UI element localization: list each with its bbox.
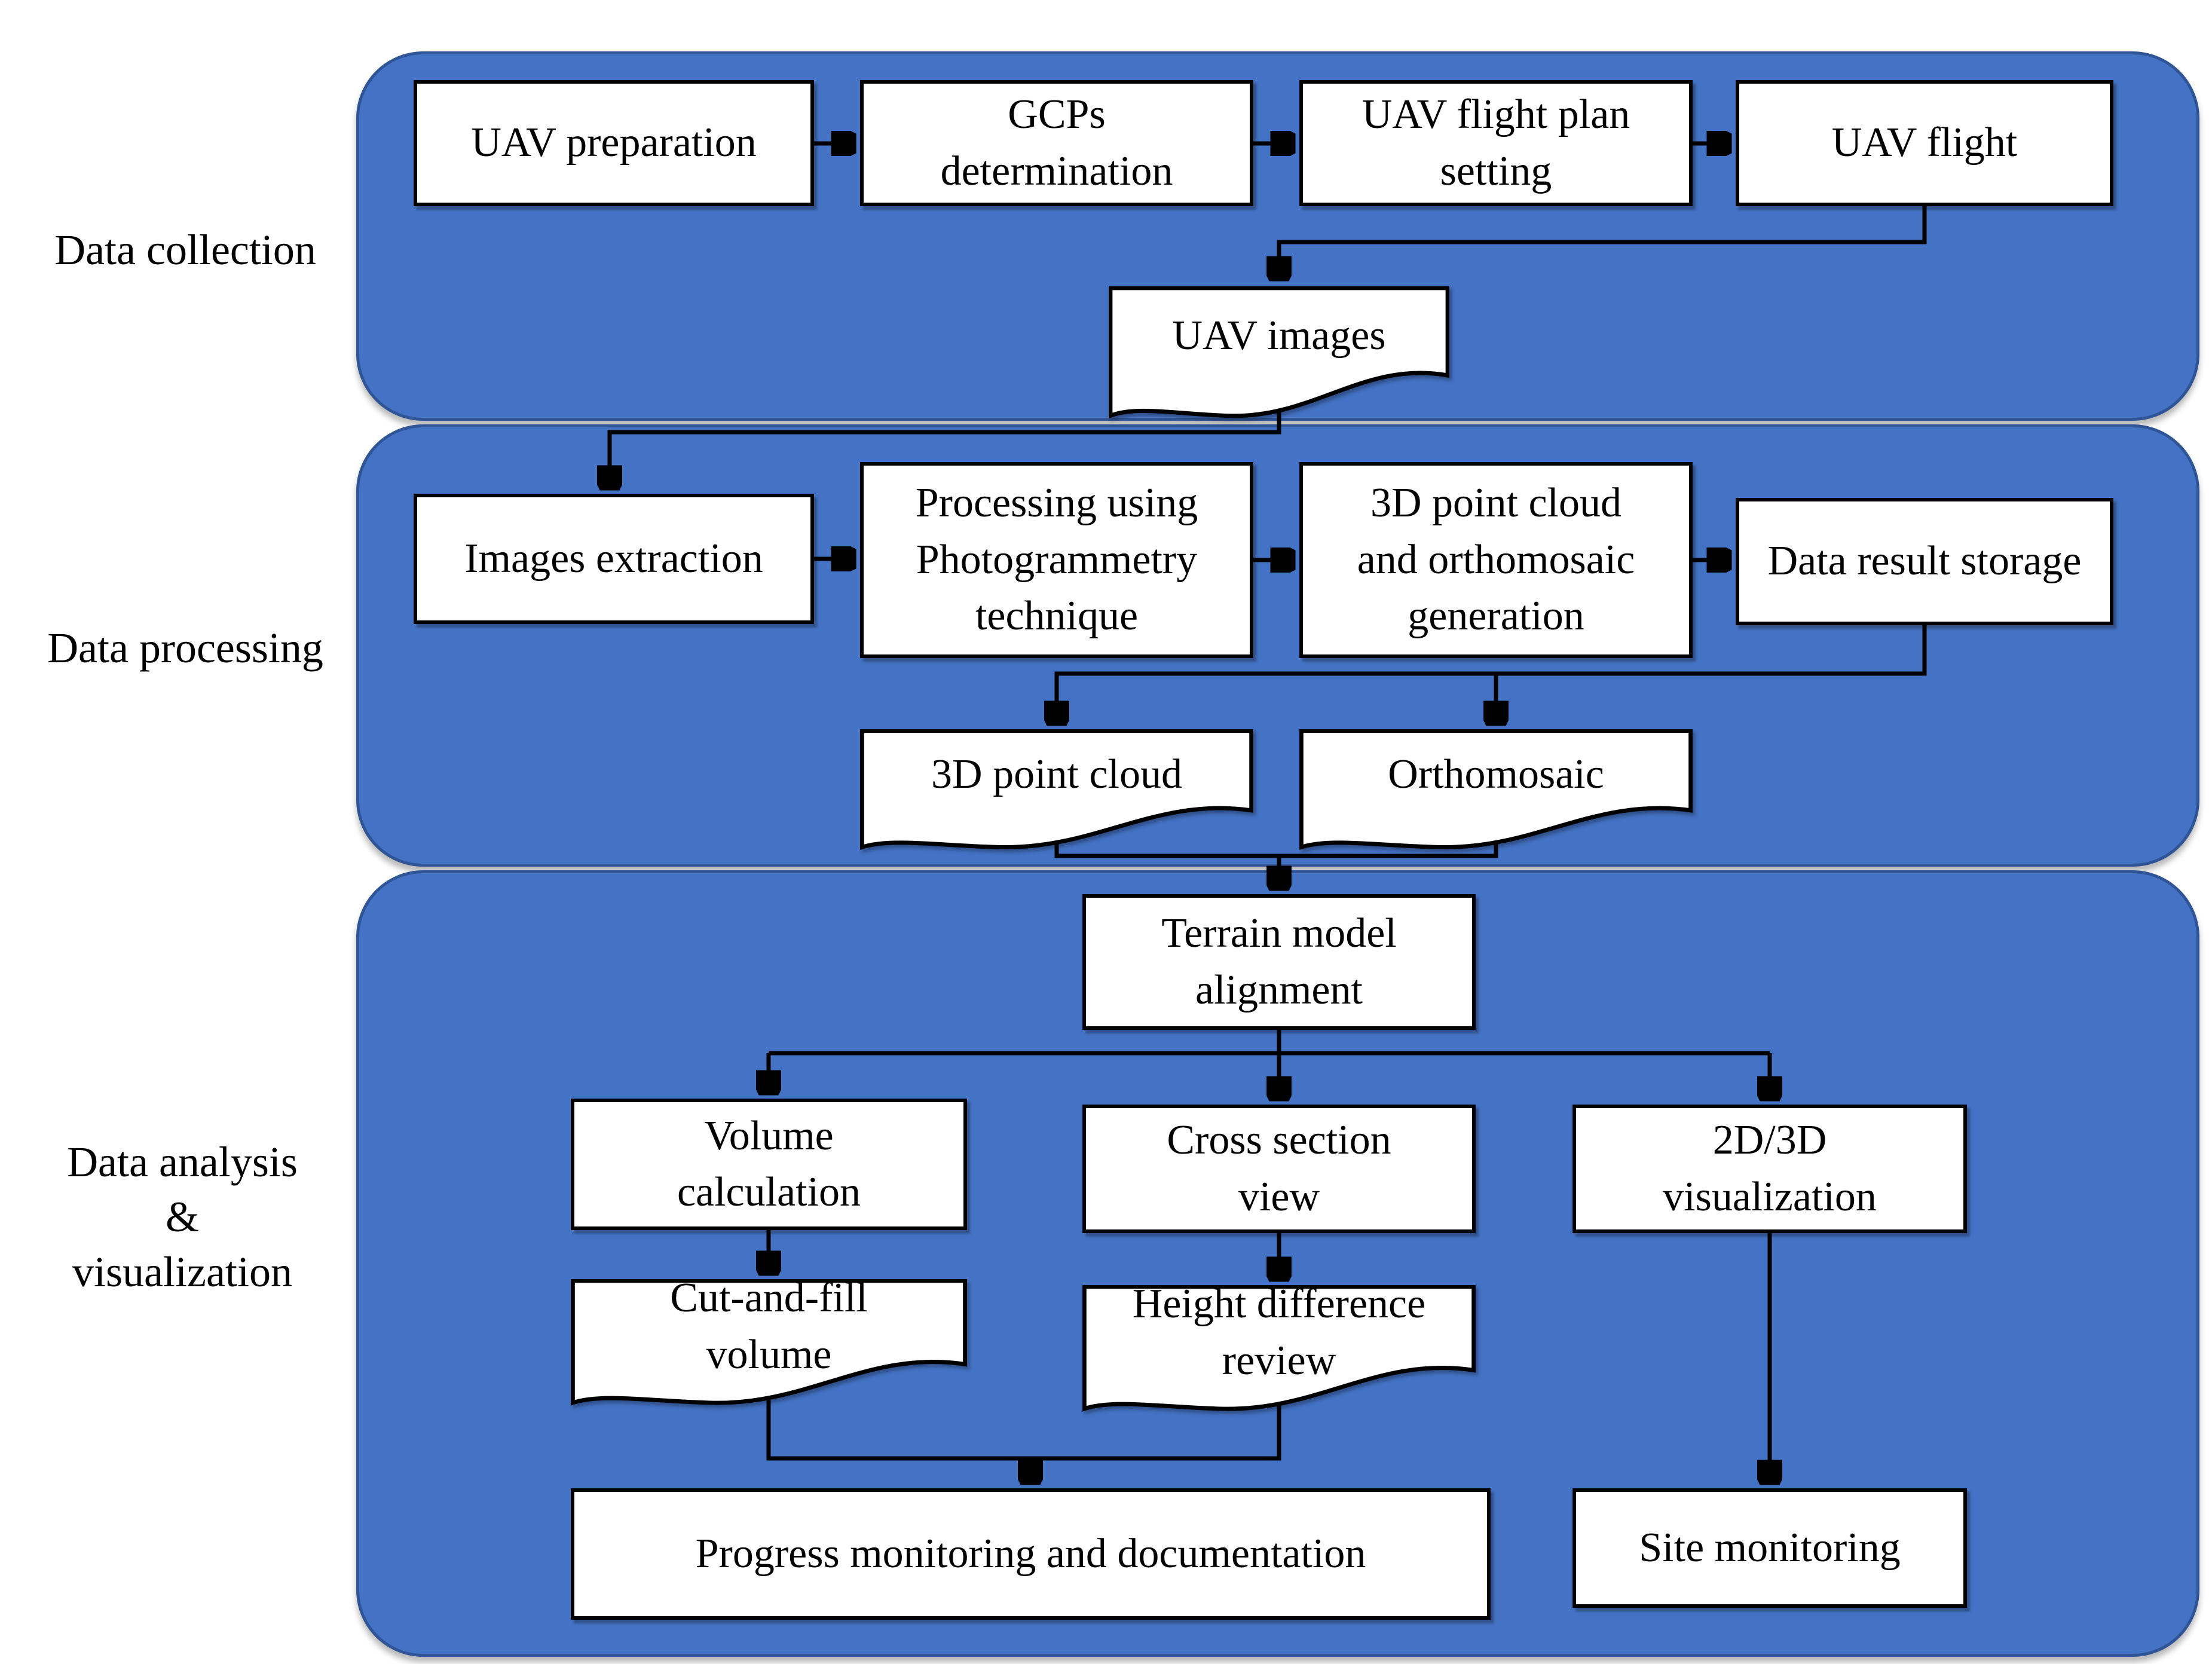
document-shape [1299,729,1693,852]
node-photogrammetry-processing: Processing using Photogrammetry techniqu… [860,462,1253,658]
node-label: 2D/3D visualization [1663,1117,1877,1220]
connector [1057,625,1927,722]
node-label: UAV flight plan setting [1362,91,1630,194]
node-label: Processing using Photogrammetry techniqu… [915,480,1198,640]
node-data-result-storage: Data result storage [1736,498,2113,625]
document-shape [1082,1285,1476,1414]
node-label: Volume calculation [677,1112,861,1216]
node-site-monitoring: Site monitoring [1572,1488,1967,1608]
section-label-data-processing: Data processing [47,624,323,672]
node-cross-section-view: Cross section view [1082,1105,1476,1233]
node-label: UAV flight [1831,120,2018,166]
node-pointcloud-orthomosaic-generation: 3D point cloud and orthomosaic generatio… [1299,462,1693,658]
node-uav-images: UAV images [1109,286,1449,421]
node-label: 3D point cloud [931,751,1182,797]
node-height-difference-review: Height difference review [1082,1281,1476,1414]
node-label: Site monitoring [1639,1524,1901,1571]
node-terrain-model-alignment: Terrain model alignment [1082,894,1476,1030]
document-shape [1109,286,1449,421]
node-label: UAV preparation [471,120,757,166]
node-label: Orthomosaic [1388,751,1604,797]
node-label: GCPs determination [940,91,1173,194]
node-2d-3d-visualization: 2D/3D visualization [1572,1105,1967,1233]
section-label-data-collection: Data collection [54,226,316,274]
document-shape [571,1279,967,1408]
node-label: UAV images [1172,313,1386,359]
node-cut-and-fill-volume: Cut-and-fill volume [571,1275,967,1408]
node-label: Height difference review [1132,1281,1426,1384]
node-label: Cross section view [1167,1117,1391,1220]
document-shape [860,729,1253,852]
node-label: Terrain model alignment [1161,910,1397,1013]
node-3d-point-cloud: 3D point cloud [860,729,1253,852]
node-uav-flight: UAV flight [1736,80,2113,206]
connector [1279,206,1927,277]
node-images-extraction: Images extraction [414,494,814,624]
connector [766,1387,1281,1461]
node-uav-preparation: UAV preparation [414,80,814,206]
section-label-data-analysis: Data analysis & visualization [67,1138,298,1296]
node-label: 3D point cloud and orthomosaic generatio… [1357,480,1635,640]
node-label: Progress monitoring and documentation [695,1530,1366,1577]
node-label: Images extraction [464,535,763,582]
node-gcps-determination: GCPs determination [860,80,1253,206]
node-progress-monitoring: Progress monitoring and documentation [571,1488,1491,1620]
node-label: Data result storage [1767,538,2082,585]
node-volume-calculation: Volume calculation [571,1099,967,1230]
node-label: Cut-and-fill volume [670,1275,868,1378]
node-orthomosaic: Orthomosaic [1299,729,1693,852]
node-uav-flight-plan-setting: UAV flight plan setting [1299,80,1693,206]
